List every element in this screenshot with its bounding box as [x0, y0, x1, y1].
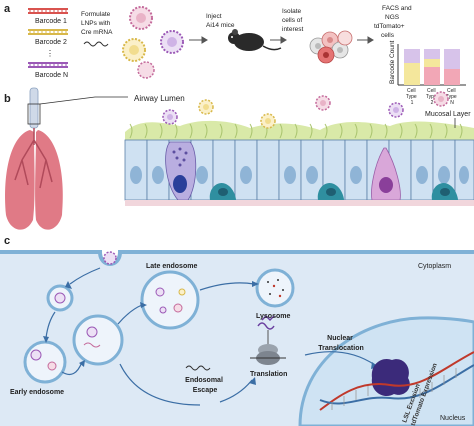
- lnp-b-5-icon: [388, 102, 404, 118]
- lysosome-label: Lysosome: [256, 313, 290, 320]
- chart-category-n: Cell Type N: [446, 88, 458, 106]
- lnp-yellow-icon: [122, 38, 146, 62]
- bar-type-2-yellow: [424, 59, 440, 67]
- airway-lumen-label: Airway Lumen: [134, 94, 185, 103]
- cytoplasm-label: Cytoplasm: [418, 263, 451, 270]
- endosomal-escape-label: Endosomal Escape: [185, 377, 225, 394]
- mouse-icon: [228, 29, 282, 51]
- late-endosome-label: Late endosome: [146, 263, 197, 270]
- lnp-purple-icon: [160, 30, 184, 54]
- neuroendocrine-cell: [371, 147, 401, 201]
- lnp-b-4-icon: [315, 95, 331, 111]
- basal-cells: [209, 182, 458, 200]
- dna-helix-icon: [319, 351, 474, 411]
- bar-type-n-pink: [444, 69, 460, 85]
- barcode-strands: [28, 8, 68, 68]
- translation-label: Translation: [250, 371, 287, 378]
- isolated-cells-icon: [309, 30, 353, 64]
- barcode-n-strand: [28, 62, 68, 68]
- facs-step-text: FACS and NGS tdTomato+ cells: [374, 5, 413, 39]
- bar-type-2-lavender: [424, 49, 440, 59]
- lysosome: [255, 268, 295, 308]
- cre-protein-icon: [371, 358, 410, 397]
- cilia: [129, 123, 463, 139]
- early-endosome-label: Early endosome: [10, 389, 64, 396]
- barcode-n-label: Barcode N: [35, 72, 68, 79]
- mucosal-layer-band: [125, 120, 474, 140]
- panel-c-label: c: [4, 235, 10, 247]
- goblet-cell: [165, 141, 197, 201]
- airway-callout-line: [39, 96, 128, 105]
- barcode-1-strand: [28, 8, 68, 14]
- chart-y-label: Barcode Count: [389, 40, 396, 84]
- entry-vesicle: [46, 284, 74, 312]
- lnp-b-2-icon: [162, 109, 178, 125]
- panel-a-label: a: [4, 3, 11, 15]
- basement-membrane: [125, 200, 474, 206]
- nuclear-translocation-label: Nuclear Translocation: [318, 335, 364, 352]
- panel-c-arrowheads: [43, 281, 379, 385]
- late-endosome: [140, 270, 200, 330]
- mrna-squiggle-icon: [83, 41, 109, 47]
- mucosal-layer-label: Mucosal Layer: [425, 111, 471, 118]
- isolate-step-text: Isolate cells of interest: [282, 8, 304, 33]
- bar-type-n-lavender: [444, 49, 460, 69]
- barcode-2-strand: [28, 29, 68, 35]
- sorting-endosome: [72, 314, 124, 366]
- early-endosome: [23, 340, 67, 384]
- bar-type-2-pink: [424, 67, 440, 85]
- cell-nuclei: [130, 166, 469, 184]
- bar-type-1-yellow: [404, 63, 420, 85]
- chart-category-1: Cell Type 1: [406, 88, 418, 106]
- barcode-1-label: Barcode 1: [35, 18, 67, 25]
- nucleus-label: Nucleus: [440, 415, 466, 422]
- formulate-step-text: Formulate LNPs with Cre mRNA: [81, 11, 113, 36]
- ribosome-icon: [250, 314, 286, 365]
- barcode-count-chart: Barcode Count Cell Type 1 Cell Type 2 Ce…: [389, 40, 466, 106]
- barcode-2-label: Barcode 2: [35, 39, 67, 46]
- lnp-red-icon: [129, 6, 153, 30]
- panel-b-label: b: [4, 93, 11, 105]
- airway-callout-box: [27, 103, 41, 125]
- bar-type-1-lavender: [404, 49, 420, 63]
- panel-a-arrows: [189, 36, 374, 44]
- lnp-b-6-icon: [433, 91, 449, 107]
- barcode-ellipsis: ⋮: [46, 49, 54, 58]
- lungs-icon: [5, 87, 63, 230]
- inject-step-text: Inject Ai14 mice: [206, 13, 235, 29]
- epithelium-layer: [124, 120, 474, 206]
- lnp-b-1-icon: [198, 99, 214, 115]
- chart-category-2: Cell Type 2: [426, 88, 438, 106]
- lnp-b-3-icon: [260, 113, 276, 129]
- escaped-mrna-icon: [185, 365, 211, 371]
- lnp-membrane-icon: [103, 251, 117, 265]
- lnp-small-icon: [137, 61, 155, 79]
